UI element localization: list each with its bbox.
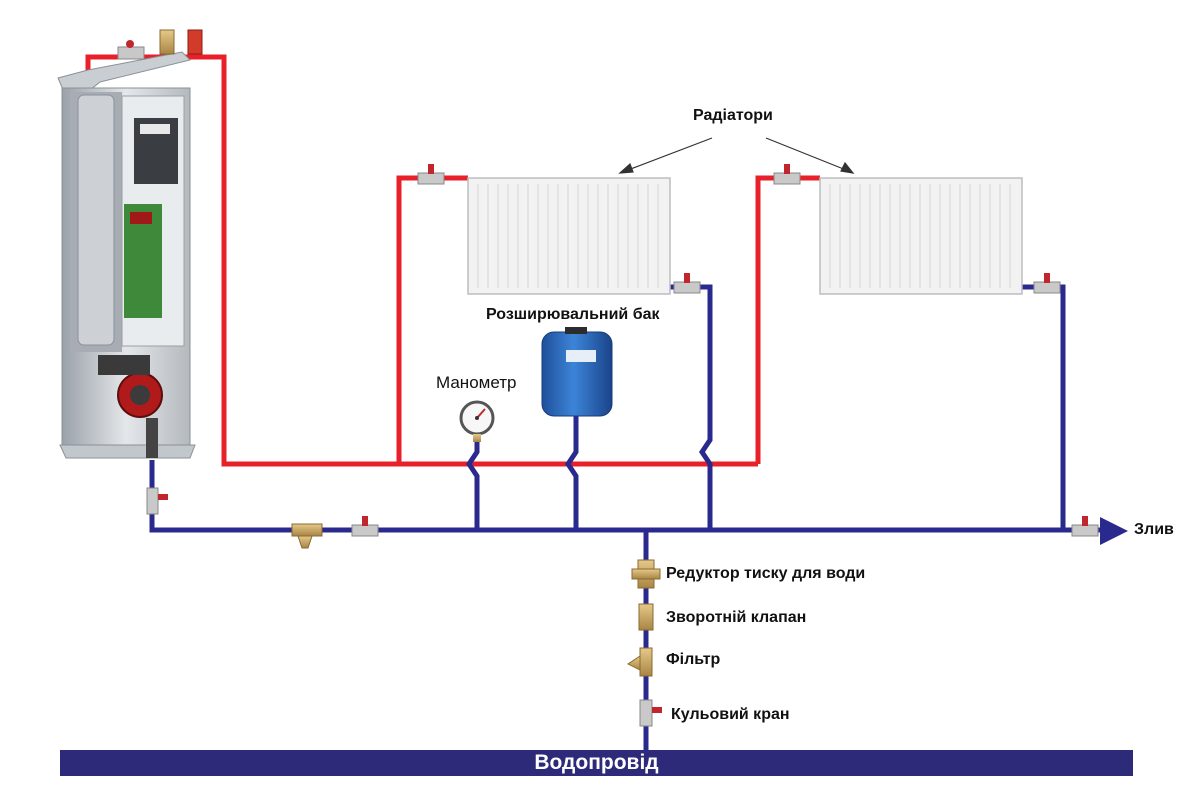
manometer-gauge-icon [459,400,495,442]
label-manometer: Манометр [436,373,517,392]
label-radiators: Радіатори [693,107,773,124]
label-pressure-reducer: Редуктор тиску для води [666,565,866,582]
radiator-right [819,177,1023,295]
filter-feed-icon [627,647,653,677]
pressure-reducer-icon [631,559,661,589]
label-expansion-tank: Розширювальний бак [486,306,660,323]
return-pipes [149,284,1100,752]
valve-radiator-left-in [417,164,445,185]
electric-boiler [57,51,196,459]
radiator-pointer-arrows [618,137,855,174]
drain-arrow-icon [1100,517,1128,545]
label-drain: Злив [1134,521,1174,538]
check-valve-icon [638,603,654,631]
valve-radiator-right-out [1033,273,1061,294]
label-ball-valve: Кульовий кран [671,706,790,723]
valve-return-line [351,516,379,537]
valve-drain [1071,516,1099,537]
radiator-left [467,177,671,295]
expansion-tank [541,327,613,417]
filter-return-icon [291,523,323,549]
label-water-supply: Водопровід [534,751,659,774]
valve-boiler-return [146,487,168,515]
boiler-top-valves [117,29,203,60]
valve-radiator-left-out [673,273,701,294]
water-main-bar [60,750,1133,776]
valve-radiator-right-in [773,164,801,185]
ball-valve-feed-icon [639,699,662,727]
label-check-valve: Зворотній клапан [666,609,807,626]
label-filter: Фільтр [666,651,721,668]
